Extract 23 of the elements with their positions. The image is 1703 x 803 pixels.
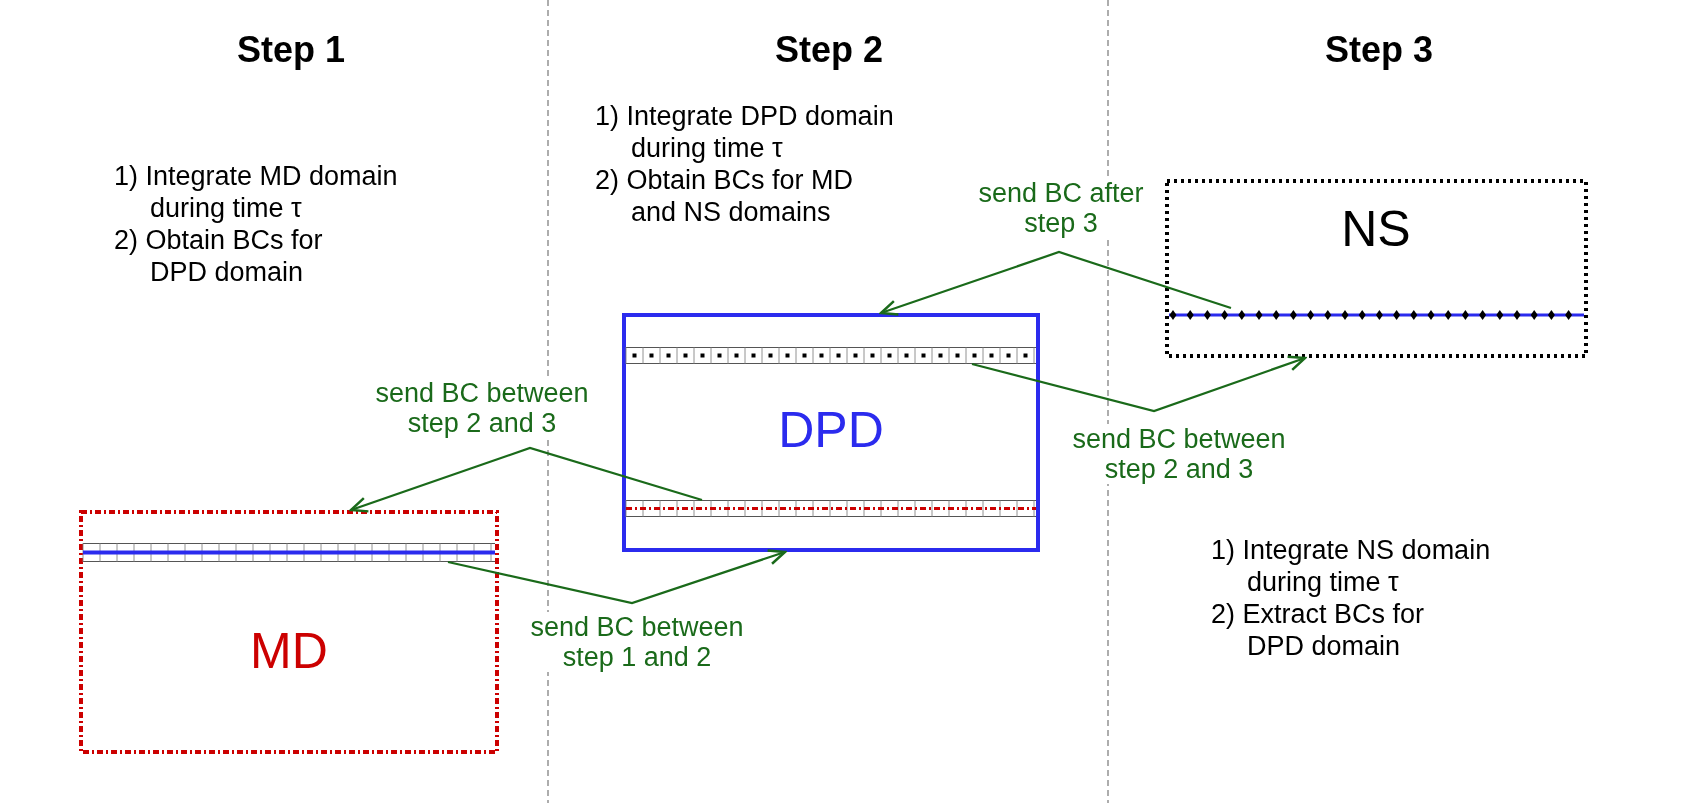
step-instruction: 1) Integrate MD domain during time τ xyxy=(114,160,399,224)
step-heading: Step 1 xyxy=(237,30,345,70)
step-instruction: 2) Extract BCs for DPD domain xyxy=(1211,598,1426,662)
domain-label: DPD xyxy=(778,405,884,455)
step-instruction: 2) Obtain BCs for DPD domain xyxy=(114,224,324,288)
step-instruction: 2) Obtain BCs for MD and NS domains xyxy=(595,164,855,228)
arrow xyxy=(349,446,703,513)
step-heading: Step 2 xyxy=(775,30,883,70)
arrow xyxy=(447,549,787,605)
domain-box xyxy=(622,313,1040,552)
step-instruction: 1) Integrate DPD domain during time τ xyxy=(595,100,895,164)
domain-label: NS xyxy=(1341,204,1411,254)
domain-box xyxy=(79,510,499,754)
step-instruction: 1) Integrate NS domain during time τ xyxy=(1211,534,1492,598)
overlap-strip xyxy=(626,347,1036,364)
domain-box xyxy=(1165,179,1588,358)
overlap-strip xyxy=(83,543,495,562)
arrow xyxy=(971,355,1307,413)
arrow xyxy=(879,250,1232,316)
domain-label: MD xyxy=(250,626,328,676)
overlap-strip xyxy=(1169,308,1584,322)
overlap-strip xyxy=(626,500,1036,517)
step-heading: Step 3 xyxy=(1325,30,1433,70)
